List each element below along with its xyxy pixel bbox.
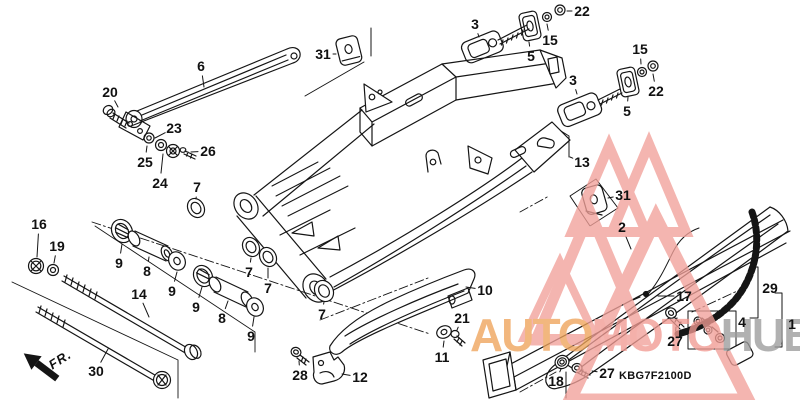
part-callout-13: 13	[574, 154, 590, 170]
bolt-20-drawing	[102, 104, 130, 129]
part-callout-3: 3	[569, 72, 577, 88]
washer-set-drawing	[143, 132, 197, 160]
part-callout-11: 11	[434, 349, 450, 365]
part-callout-9: 9	[168, 283, 176, 299]
part-callout-2: 2	[618, 219, 626, 235]
part-callout-26: 26	[200, 143, 216, 159]
part-callout-18: 18	[548, 373, 564, 389]
part-callout-25: 25	[137, 154, 153, 170]
part-callout-28: 28	[292, 367, 308, 383]
part-callout-12: 12	[352, 369, 368, 385]
part-callout-7: 7	[264, 280, 272, 296]
part-callout-20: 20	[102, 84, 118, 100]
part-callout-7: 7	[245, 264, 253, 280]
part-callout-5: 5	[623, 103, 631, 119]
part-callout-22: 22	[574, 3, 590, 19]
part-callout-27: 27	[667, 333, 683, 349]
diagram-code: KBG7F2100D	[619, 370, 692, 382]
plate-31-upper-drawing	[304, 27, 372, 97]
fr-direction-arrow	[23, 353, 60, 382]
part-callout-31: 31	[315, 46, 331, 62]
part-callout-19: 19	[49, 238, 65, 254]
chain-adjuster-a-drawing	[460, 4, 566, 64]
part-callout-8: 8	[218, 310, 226, 326]
part-callout-7: 7	[193, 179, 201, 195]
part-callout-9: 9	[247, 328, 255, 344]
part-callout-24: 24	[152, 175, 168, 191]
part-callout-31: 31	[615, 187, 631, 203]
part-callout-6: 6	[197, 58, 205, 74]
part-callout-23: 23	[166, 120, 182, 136]
part-callout-22: 22	[648, 83, 664, 99]
part-callout-30: 30	[88, 363, 104, 379]
part-callout-17: 17	[676, 288, 692, 304]
part-callout-4: 4	[738, 314, 746, 330]
part-callout-16: 16	[31, 216, 47, 232]
part-callout-27: 27	[599, 365, 615, 381]
part-callout-5: 5	[527, 48, 535, 64]
bracket-12-drawing	[290, 346, 346, 385]
part-callout-15: 15	[632, 41, 648, 57]
part-callout-21: 21	[454, 310, 470, 326]
part-callout-9: 9	[115, 255, 123, 271]
pivot-hardware-drawing	[27, 197, 335, 317]
part-callout-7: 7	[318, 306, 326, 322]
part-callout-14: 14	[131, 286, 147, 302]
chain-slider-drawing	[319, 268, 476, 355]
part-callout-29: 29	[762, 280, 778, 296]
part-callout-8: 8	[143, 263, 151, 279]
part-callout-9: 9	[192, 299, 200, 315]
swingarm-drawing	[91, 49, 571, 335]
part-callout-3: 3	[471, 16, 479, 32]
part-callout-15: 15	[542, 32, 558, 48]
part-callout-1: 1	[788, 316, 796, 332]
chain-adjuster-b-drawing	[557, 60, 659, 128]
part-callout-10: 10	[477, 282, 493, 298]
